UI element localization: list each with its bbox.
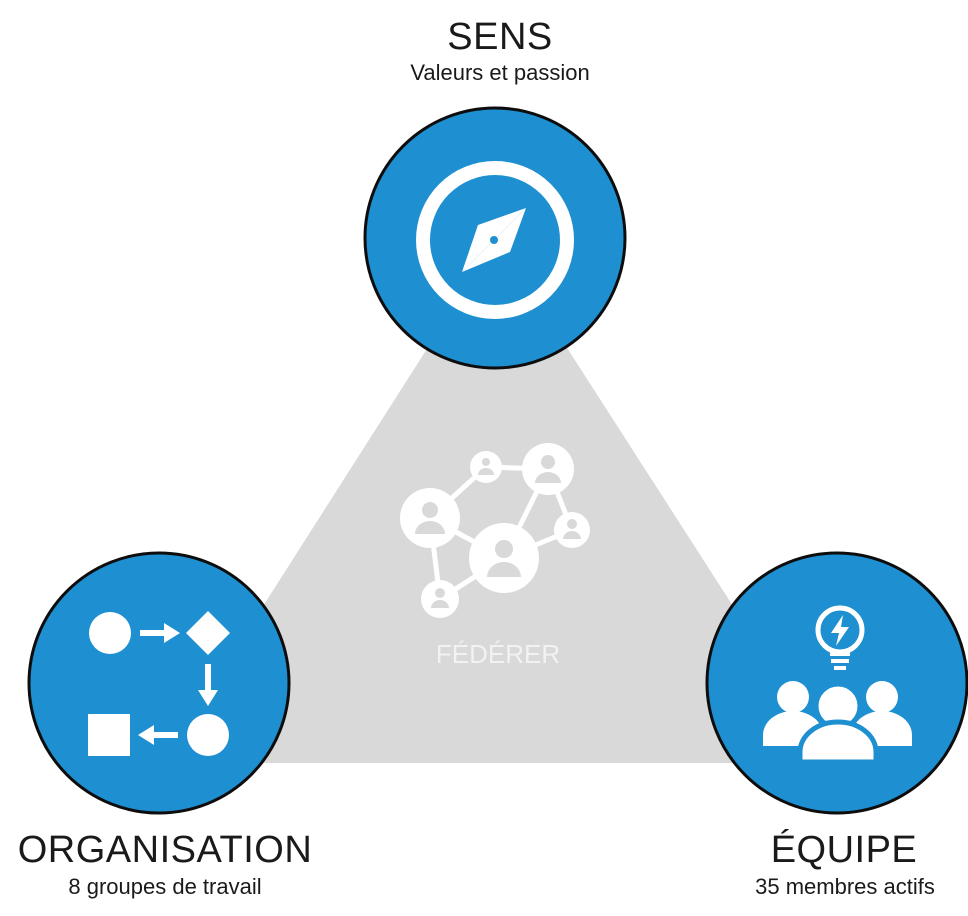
center-label: FÉDÉRER	[435, 639, 561, 669]
process-flow-icon	[88, 611, 230, 756]
sens-subtitle: Valeurs et passion	[410, 60, 590, 85]
people-network-icon	[400, 443, 590, 618]
compass-icon	[416, 161, 574, 319]
team-idea-icon	[763, 605, 912, 765]
organisation-subtitle: 8 groupes de travail	[68, 874, 262, 899]
node-equipe	[705, 551, 968, 815]
equipe-title: ÉQUIPE	[770, 829, 918, 871]
node-organisation	[27, 551, 291, 815]
organisation-title: ORGANISATION	[17, 829, 313, 871]
node-sens	[363, 106, 627, 370]
center-triangle	[163, 239, 834, 763]
equipe-subtitle: 35 membres actifs	[755, 874, 935, 899]
sens-title: SENS	[447, 16, 553, 58]
